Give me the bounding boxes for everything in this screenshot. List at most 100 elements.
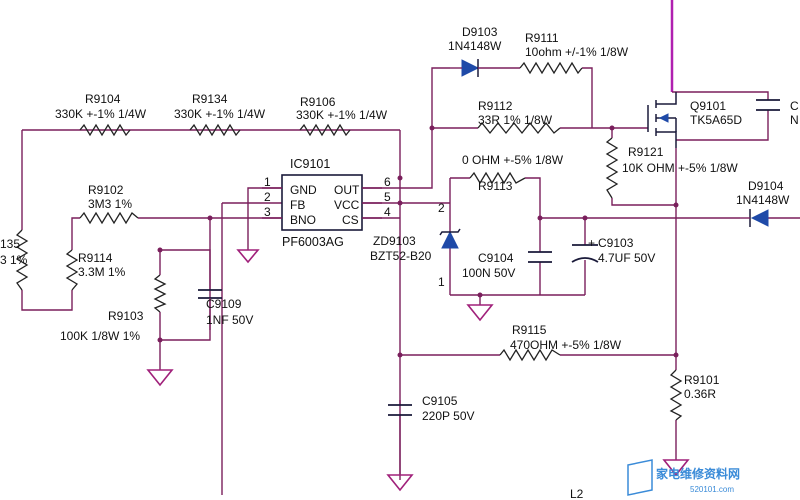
ic-pin-name-out: OUT <box>334 183 360 197</box>
resistor-r9113 <box>469 171 526 185</box>
ground-symbol-vcc <box>466 304 494 322</box>
ic-pin-name-cs: CS <box>342 213 359 227</box>
label-r9102-value: 3M3 1% <box>88 197 132 211</box>
resistor-r9102 <box>79 211 139 225</box>
label-d9103-ref: D9103 <box>462 25 498 39</box>
capacitor-c9104 <box>528 251 552 263</box>
label-r9115-ref: R9115 <box>512 323 547 337</box>
label-c9103-polarity: + <box>588 236 595 250</box>
component-labels: D9103 1N4148W R9111 10ohm +/-1% 1/8W R91… <box>0 25 799 500</box>
label-r9115-value: 470OHM +-5% 1/8W <box>510 338 622 352</box>
ic-pin-6: 6 <box>384 175 391 189</box>
label-c9103-value: 4.7UF 50V <box>598 251 655 265</box>
resistor-r9112 <box>477 121 561 135</box>
resistor-r9134 <box>189 123 241 137</box>
label-q9101-value: TK5A65D <box>690 113 742 127</box>
diode-d9103 <box>450 59 500 77</box>
resistor-r9111 <box>519 61 583 75</box>
ground-symbol-r9101 <box>662 459 690 477</box>
ic-pin-name-fb: FB <box>290 198 305 212</box>
ic-pin-name-vcc: VCC <box>334 198 360 212</box>
resistor-r9135 <box>15 229 29 291</box>
label-c9109-value: 1NF 50V <box>206 313 253 327</box>
resistor-r9106 <box>299 123 351 137</box>
resistor-r9101 <box>669 369 683 421</box>
label-d9103-value: 1N4148W <box>448 39 502 53</box>
ic9101 <box>262 174 382 231</box>
ic-pin-2: 2 <box>264 190 271 204</box>
capacitor-right <box>756 99 780 111</box>
label-r9113-ref: R9113 <box>478 179 513 193</box>
junction-dots <box>157 125 679 358</box>
label-r9103-value: 100K 1/8W 1% <box>60 329 140 343</box>
wires <box>21 0 800 495</box>
ic-part: PF6003AG <box>282 235 344 249</box>
ic-ref: IC9101 <box>290 157 330 171</box>
label-r9112-value: 33R 1% 1/8W <box>478 113 553 127</box>
label-r9114-value: 3.3M 1% <box>78 265 126 279</box>
watermark-logo-icon <box>627 459 653 496</box>
label-r9114-ref: R9114 <box>78 251 113 265</box>
ground-symbol-c9105 <box>386 474 414 492</box>
ic-pin-4: 4 <box>384 205 391 219</box>
grounds <box>146 249 690 492</box>
label-c9103-ref: C9103 <box>598 236 634 250</box>
label-bottom-ref: L2 <box>570 487 584 500</box>
resistor-r9103 <box>153 274 167 313</box>
zener-zd9103 <box>439 228 461 249</box>
resistors <box>15 61 683 421</box>
ic-pin-3: 3 <box>264 205 271 219</box>
label-c9104-ref: C9104 <box>478 251 514 265</box>
ic-labels: IC9101 PF6003AG GND FB BNO OUT VCC CS 1 … <box>264 157 391 249</box>
label-r9104-value: 330K +-1% 1/4W <box>55 107 147 121</box>
label-d9104-ref: D9104 <box>748 179 784 193</box>
watermark: 家电维修资料网 520101.com <box>627 459 740 496</box>
ic-pin-name-gnd: GND <box>290 183 317 197</box>
capacitor-c9103 <box>571 244 599 263</box>
watermark-url: 520101.com <box>690 485 734 494</box>
label-c9105-ref: C9105 <box>422 394 458 408</box>
label-c9109-ref: C9109 <box>206 297 242 311</box>
label-r9101-ref: R9101 <box>684 373 720 387</box>
label-right-cap-value: N <box>790 113 799 127</box>
resistor-r9104 <box>79 123 131 137</box>
ic-pin-name-bno: BNO <box>290 213 316 227</box>
resistor-r9115 <box>499 348 561 362</box>
label-r9103-ref: R9103 <box>108 309 144 323</box>
label-c9105-value: 220P 50V <box>422 409 475 423</box>
mosfet-q9101 <box>647 92 677 148</box>
label-right-cap-ref: C <box>790 99 799 113</box>
label-r9106-value: 330K +-1% 1/4W <box>296 108 388 122</box>
label-zd9103-value: BZT52-B20 <box>370 249 432 263</box>
ground-symbol-r9103 <box>146 369 174 387</box>
label-r9113-value: 0 OHM +-5% 1/8W <box>462 153 564 167</box>
diode-d9104 <box>740 209 769 227</box>
ic-pin-5: 5 <box>384 190 391 204</box>
ground-symbol-ic <box>236 249 260 264</box>
resistor-r9121 <box>605 137 619 199</box>
label-r9134-ref: R9134 <box>192 92 228 106</box>
label-left-value: 3 1% <box>0 253 28 267</box>
label-r9111-value: 10ohm +/-1% 1/8W <box>525 45 629 59</box>
label-r9111-ref: R9111 <box>525 31 559 45</box>
resistor-r9114 <box>65 249 79 291</box>
capacitors <box>198 99 780 416</box>
label-r9104-ref: R9104 <box>85 92 121 106</box>
ic9101-body <box>281 174 363 231</box>
label-r9121-value: 10K OHM +-5% 1/8W <box>622 161 738 175</box>
capacitor-c9109 <box>198 289 222 325</box>
label-c9104-value: 100N 50V <box>462 266 515 280</box>
watermark-text: 家电维修资料网 <box>656 466 740 481</box>
label-zd9103-ref: ZD9103 <box>373 234 416 248</box>
label-r9134-value: 330K +-1% 1/4W <box>174 107 266 121</box>
label-r9101-value: 0.36R <box>684 387 716 401</box>
label-d9104-value: 1N4148W <box>736 193 790 207</box>
label-q9101-ref: Q9101 <box>690 99 726 113</box>
label-r9106-ref: R9106 <box>300 95 336 109</box>
ic-pin-1: 1 <box>264 175 271 189</box>
label-r9112-ref: R9112 <box>478 99 513 113</box>
label-r9102-ref: R9102 <box>88 183 124 197</box>
label-left-ref: 135 <box>0 237 20 251</box>
capacitor-c9105 <box>388 404 412 416</box>
